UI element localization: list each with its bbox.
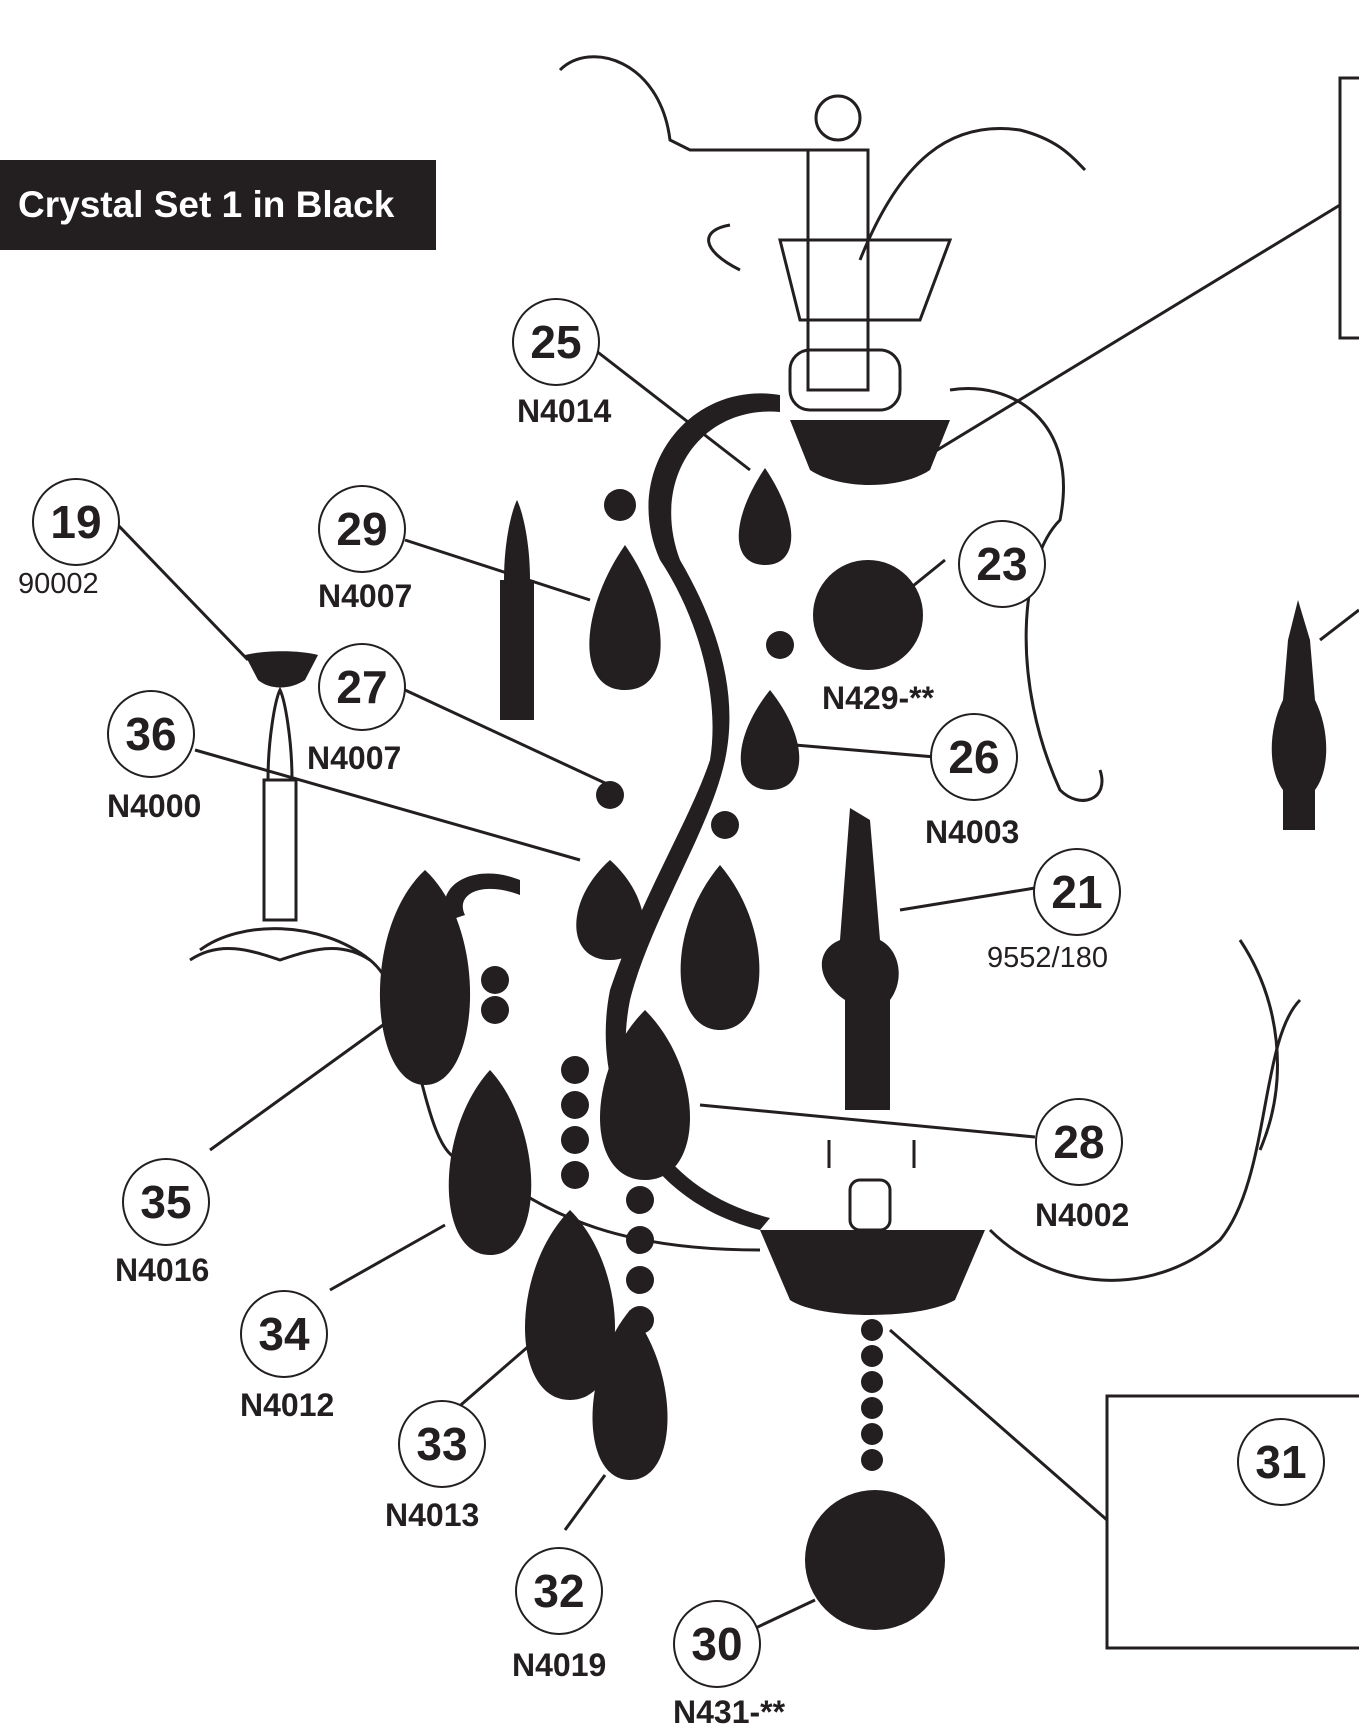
leader-right-finial xyxy=(1319,608,1359,642)
right-lower-arm xyxy=(988,998,1302,1282)
code-19: 90002 xyxy=(18,568,99,600)
code-28: N4002 xyxy=(1035,1197,1130,1233)
top-right-inset xyxy=(1338,76,1359,340)
code-21: 9552/180 xyxy=(987,942,1108,974)
drop-32 xyxy=(592,1310,668,1480)
callout-19: 19 xyxy=(32,478,120,566)
octagon-beads xyxy=(481,489,794,1334)
code-36: N4000 xyxy=(107,788,202,824)
left-candle xyxy=(262,778,298,922)
callout-36: 36 xyxy=(107,690,195,778)
leader-19 xyxy=(115,522,250,662)
leader-35 xyxy=(209,1018,391,1152)
leader-top-box xyxy=(887,203,1341,482)
top-right-scroll xyxy=(858,127,1087,261)
left-candle-flame xyxy=(266,686,294,782)
code-34: N4012 xyxy=(240,1387,335,1423)
candle-29-flame xyxy=(504,500,530,580)
finial-21 xyxy=(821,808,899,1110)
drop-28 xyxy=(600,1010,690,1180)
leader-25 xyxy=(594,348,751,472)
top-column xyxy=(806,148,870,392)
code-33: N4013 xyxy=(385,1497,480,1533)
drop-25 xyxy=(738,468,792,565)
callout-26: 26 xyxy=(930,713,1018,801)
callout-30: 30 xyxy=(673,1600,761,1688)
leader-34 xyxy=(329,1223,446,1292)
leader-21 xyxy=(899,886,1036,912)
leader-27 xyxy=(404,688,621,792)
drop-33 xyxy=(525,1210,615,1400)
leader-28 xyxy=(699,1103,1036,1139)
callout-29: 29 xyxy=(318,485,406,573)
callout-27: 27 xyxy=(318,643,406,731)
right-finial xyxy=(1271,600,1327,830)
drop-26 xyxy=(740,690,800,790)
top-ring xyxy=(814,94,862,142)
callout-35: 35 xyxy=(122,1158,210,1246)
center-arm xyxy=(605,393,780,1230)
top-bowl xyxy=(790,420,950,485)
top-base xyxy=(788,348,902,412)
callout-23: 23 xyxy=(958,520,1046,608)
code-26: N4003 xyxy=(925,814,1020,850)
callout-25: 25 xyxy=(512,298,600,386)
right-lower-arm-2 xyxy=(1238,939,1279,1151)
ball-23 xyxy=(813,560,923,670)
leader-32 xyxy=(563,1474,607,1531)
callout-32: 32 xyxy=(515,1547,603,1635)
callout-21: 21 xyxy=(1033,848,1121,936)
drop-34 xyxy=(448,1070,532,1255)
left-dark-arm xyxy=(444,873,520,920)
candle-29 xyxy=(500,580,534,720)
leader-26 xyxy=(794,743,936,759)
code-35: N4016 xyxy=(115,1252,210,1288)
callout-31: 31 xyxy=(1237,1418,1325,1506)
title-banner: Crystal Set 1 in Black xyxy=(0,160,436,250)
drop-27 xyxy=(680,865,760,1030)
code-25: N4014 xyxy=(517,393,612,429)
callout-33: 33 xyxy=(398,1400,486,1488)
ball-30 xyxy=(805,1490,945,1630)
leader-29 xyxy=(404,538,591,602)
code-30: N431-** xyxy=(673,1694,786,1730)
bead-chain xyxy=(861,1319,883,1471)
callout-34: 34 xyxy=(240,1290,328,1378)
drop-36 xyxy=(576,860,644,960)
top-left-scroll xyxy=(558,55,840,152)
top-left-lower-scroll xyxy=(707,223,741,272)
bottom-bowl xyxy=(760,1230,985,1315)
code-32: N4019 xyxy=(512,1647,607,1683)
top-cup xyxy=(778,238,953,322)
lower-socket xyxy=(848,1178,892,1232)
drop-35 xyxy=(379,870,471,1085)
cup-19 xyxy=(245,651,318,688)
code-29: N4007 xyxy=(318,578,413,614)
drop-29 xyxy=(589,545,661,690)
code-27: N4007 xyxy=(307,740,402,776)
leader-36 xyxy=(194,748,581,862)
leader-31 xyxy=(889,1328,1108,1522)
bottom-right-inset xyxy=(1105,1394,1359,1650)
leader-33 xyxy=(454,1343,531,1412)
callout-28: 28 xyxy=(1035,1098,1123,1186)
leader-23 xyxy=(907,558,946,592)
code-23: N429-** xyxy=(822,680,935,716)
left-candle-bobeche xyxy=(189,946,371,962)
